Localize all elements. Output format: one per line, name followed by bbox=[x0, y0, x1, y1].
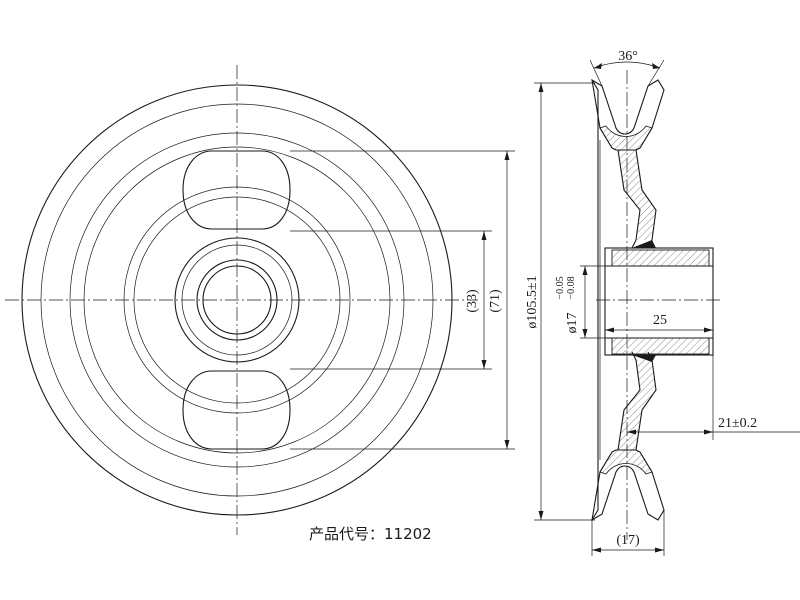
hub-sleeve-top bbox=[611, 249, 710, 267]
dim-text-33: (33) bbox=[465, 289, 480, 313]
dim-text-groove-angle: 36° bbox=[618, 49, 638, 64]
ext-line-groove-left bbox=[589, 59, 603, 87]
hub-outline bbox=[604, 247, 714, 356]
dim-text-bore: ø17 bbox=[565, 313, 580, 334]
lower-lightening-hole bbox=[182, 370, 291, 450]
dim-text-bore-tol-lower: −0.08 bbox=[566, 276, 577, 299]
ext-line-groove-right bbox=[647, 59, 665, 87]
upper-lightening-hole bbox=[182, 150, 291, 230]
dim-text-offset: 21±0.2 bbox=[718, 416, 757, 431]
hub-sleeve-bottom bbox=[611, 337, 710, 355]
dim-text-71: (71) bbox=[488, 289, 503, 313]
weld-lower bbox=[632, 355, 656, 362]
dim-text-bore-tol-upper: −0.05 bbox=[555, 276, 566, 299]
section-view: ø105.5±1 ø17 −0.05 −0.08 bbox=[525, 49, 800, 556]
front-view: (33) (71) bbox=[5, 65, 515, 535]
weld-upper bbox=[632, 240, 656, 248]
dim-text-hub-length: 25 bbox=[653, 313, 667, 328]
product-code-label: 产品代号：11202 bbox=[309, 525, 432, 543]
dim-text-outer-diameter: ø105.5±1 bbox=[525, 275, 540, 328]
dim-text-rim-width: (17) bbox=[616, 533, 640, 548]
